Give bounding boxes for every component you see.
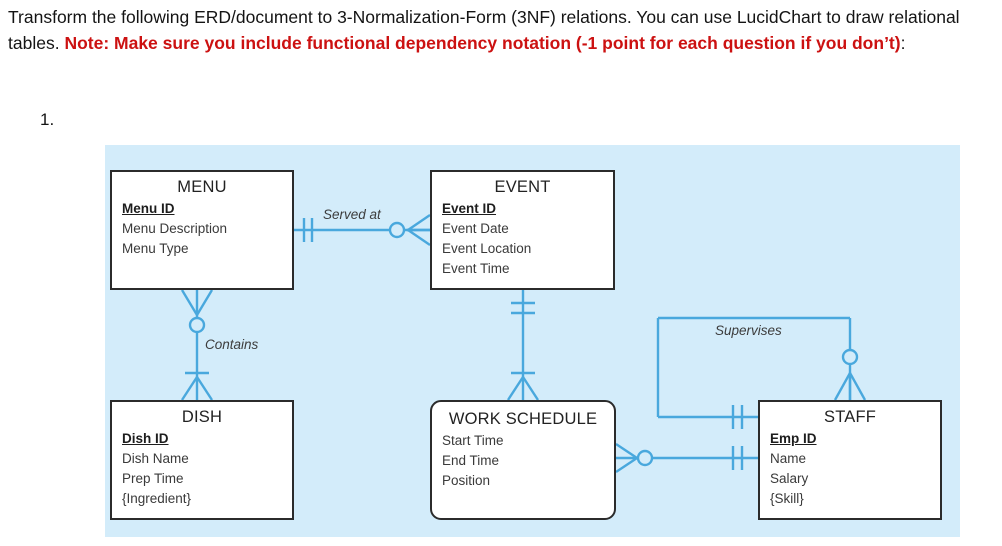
entity-attribute-list: Event ID Event Date Event Location Event… <box>432 199 613 279</box>
entity-attribute: Dish Name <box>122 451 189 466</box>
entity-title: DISH <box>181 408 223 426</box>
entity-attribute: Prep Time <box>122 471 184 486</box>
entity-attribute: Position <box>442 473 491 488</box>
entity-attribute-primary-key: Emp ID <box>770 431 817 446</box>
relationship-label-served-at: Served at <box>323 207 381 222</box>
question-number: 1. <box>40 110 55 129</box>
entity-attribute-list: Start Time End Time Position <box>432 431 614 491</box>
prompt-tail: : <box>900 33 906 53</box>
entity-attribute-primary-key: Menu ID <box>122 201 175 216</box>
entity-attribute: Menu Type <box>122 241 189 256</box>
entity-work-schedule[interactable]: WORK SCHEDULE Start Time End Time Positi… <box>430 400 616 520</box>
entity-event[interactable]: EVENT Event ID Event Date Event Location… <box>430 170 615 290</box>
entity-attribute-multivalued: {Ingredient} <box>122 491 192 506</box>
entity-attribute-list: Dish ID Dish Name Prep Time {Ingredient} <box>112 429 292 509</box>
relationship-label-contains: Contains <box>205 337 259 352</box>
entity-attribute-primary-key: Dish ID <box>122 431 169 446</box>
entity-staff[interactable]: STAFF Emp ID Name Salary {Skill} <box>758 400 942 520</box>
relationship-label-supervises: Supervises <box>715 323 782 338</box>
entity-menu[interactable]: MENU Menu ID Menu Description Menu Type <box>110 170 294 290</box>
entity-attribute: Event Time <box>442 261 510 276</box>
entity-attribute-list: Emp ID Name Salary {Skill} <box>760 429 940 509</box>
prompt-line-1: Transform the following ERD/document to … <box>8 7 960 53</box>
entity-attribute: Event Location <box>442 241 532 256</box>
entity-attribute: Event Date <box>442 221 509 236</box>
assignment-prompt: Transform the following ERD/document to … <box>8 4 968 56</box>
entity-attribute: Name <box>770 451 807 466</box>
entity-attribute: Start Time <box>442 433 504 448</box>
entity-attribute: Menu Description <box>122 221 228 236</box>
entity-attribute: Salary <box>770 471 809 486</box>
entity-attribute-list: Menu ID Menu Description Menu Type <box>112 199 292 259</box>
entity-attribute-multivalued: {Skill} <box>770 491 804 506</box>
entity-attribute-primary-key: Event ID <box>442 201 497 216</box>
erd-connector-layer <box>180 214 867 473</box>
erd-diagram-panel: MENU Menu ID Menu Description Menu Type … <box>105 145 960 537</box>
entity-title: STAFF <box>823 408 877 426</box>
entity-title: EVENT <box>494 178 551 196</box>
entity-dish[interactable]: DISH Dish ID Dish Name Prep Time {Ingred… <box>110 400 294 520</box>
entity-attribute: End Time <box>442 453 500 468</box>
entity-title: MENU <box>177 178 227 196</box>
entity-title: WORK SCHEDULE <box>448 410 598 428</box>
prompt-note: Note: Make sure you include functional d… <box>64 33 901 53</box>
